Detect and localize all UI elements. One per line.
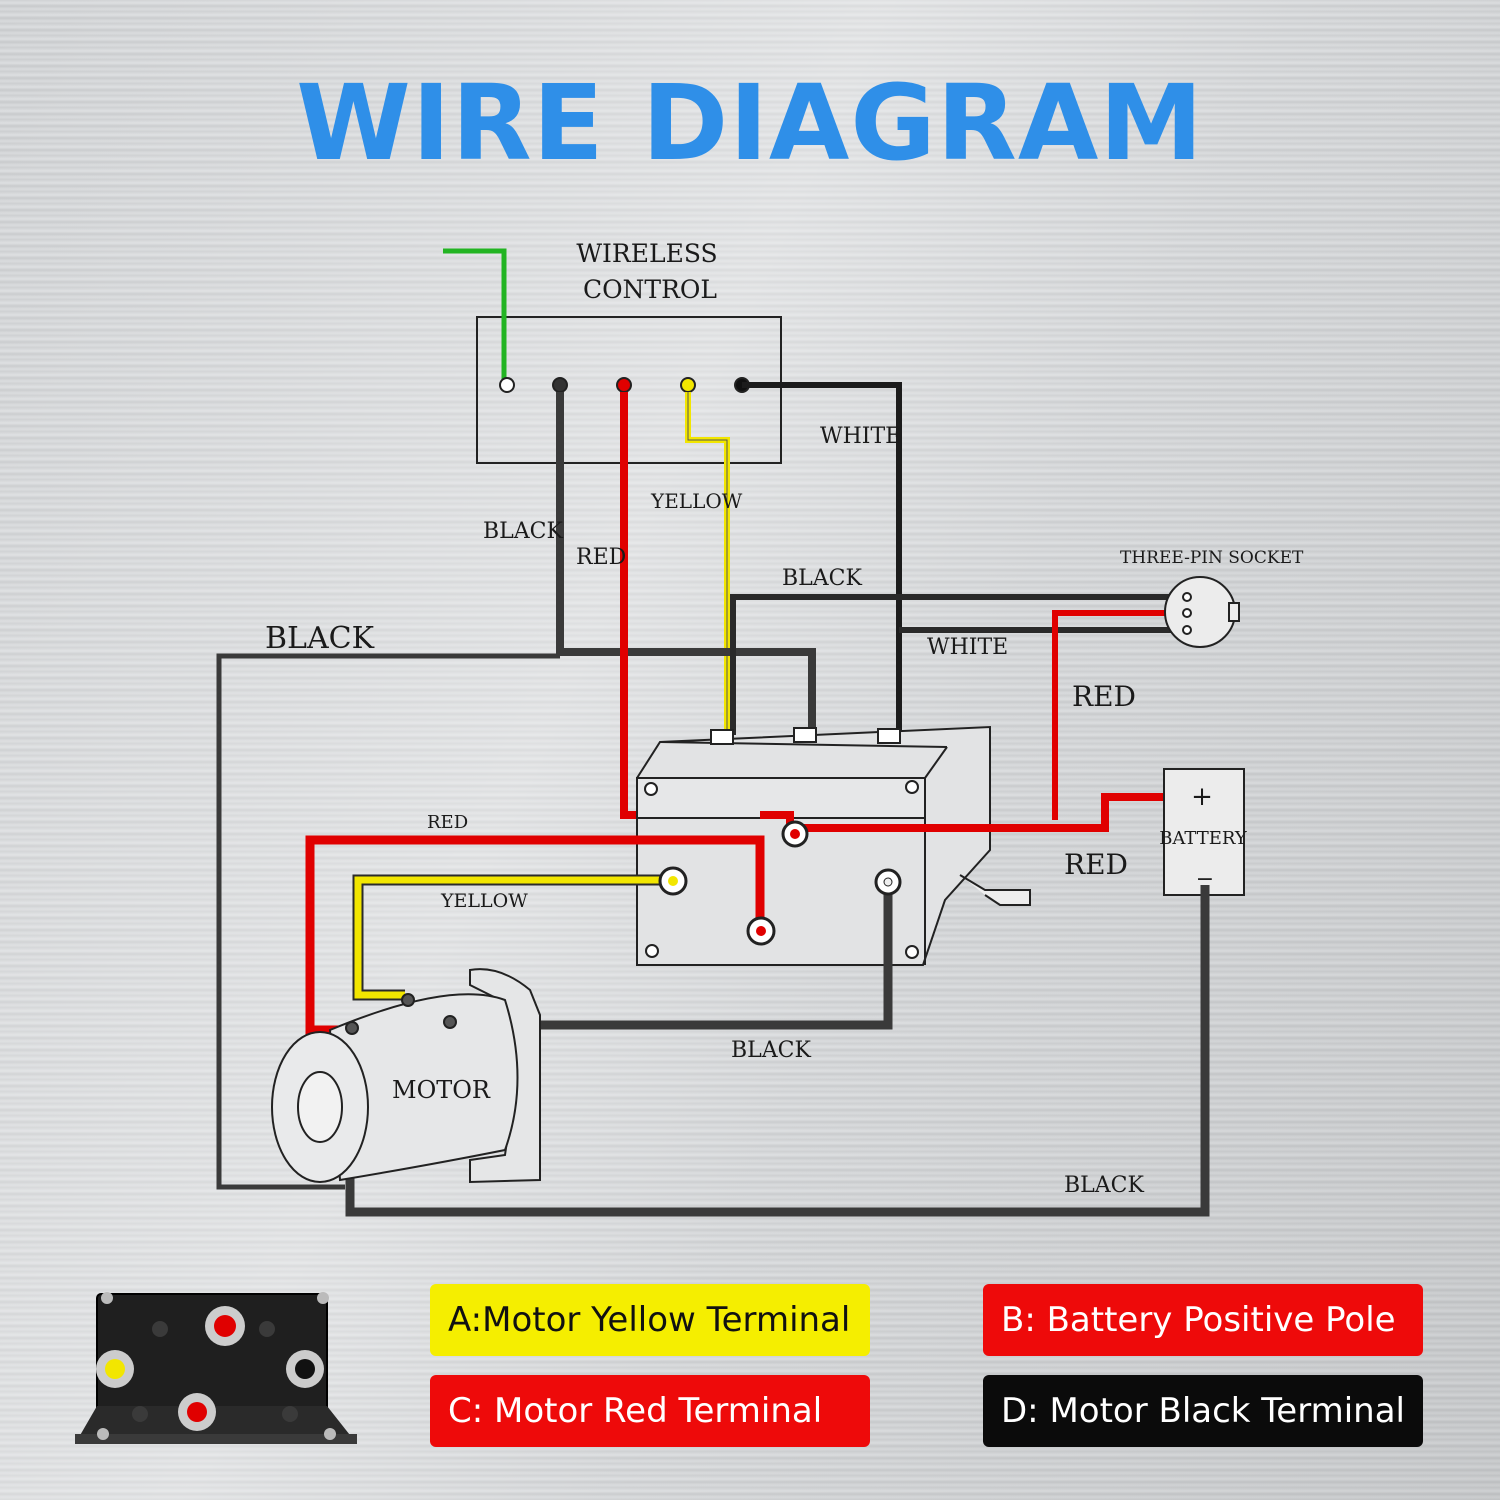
socket-black-wire [730,594,1185,735]
black-wire-motor [450,882,893,1030]
red-wire-motor [305,835,765,1035]
label-battery: BATTERY [1159,828,1248,849]
motor-terminal-yellow [401,993,415,1007]
label-yellow-top: YELLOW [650,489,743,513]
motor-bracket [469,968,541,1184]
motor-terminal-red [345,1021,359,1035]
label-red-right: RED [1072,680,1136,713]
black-wire-loop [216,653,560,1190]
label-red-battery: RED [1064,848,1128,881]
label-black-mid: BLACK [782,566,862,591]
label-three-pin-socket: THREE-PIN SOCKET [1120,548,1304,568]
black-wire-control [556,392,816,735]
label-black-motor: BLACK [731,1038,811,1063]
black-wire-battery-negative [345,885,1210,1217]
socket-pin-1 [1182,592,1192,602]
wireless-control-box [476,316,782,464]
page-title: WIRE DIAGRAM [296,62,1204,184]
legend-c-motor-red: C: Motor Red Terminal [430,1375,870,1447]
control-terminal-yellow [680,377,696,393]
socket-pin-2 [1182,608,1192,618]
motor-terminal-black [443,1015,457,1029]
label-white-top: WHITE [820,424,901,449]
label-motor: MOTOR [392,1076,491,1104]
label-black-bottom: BLACK [1064,1173,1144,1198]
label-battery-minus: − [1196,867,1214,892]
control-terminal-green [499,377,515,393]
solenoid-box [636,725,1031,966]
solenoid-mounting-tab [959,874,1031,906]
control-terminal-black [552,377,568,393]
three-pin-socket [1164,576,1236,648]
red-wire-battery [760,793,1194,832]
label-battery-plus: + [1191,782,1213,812]
battery-box [1163,768,1245,896]
legend-a-motor-yellow: A:Motor Yellow Terminal [430,1284,870,1356]
label-red-top: RED [576,545,626,570]
label-control: CONTROL [583,275,717,304]
white-wire-control [742,382,902,735]
control-terminal-red [616,377,632,393]
legend-d-motor-black: D: Motor Black Terminal [983,1375,1423,1447]
socket-pin-3 [1182,625,1192,635]
label-red-motor: RED [427,812,468,833]
green-antenna-wire [443,248,507,382]
motor-body [328,993,519,1182]
label-white-mid: WHITE [927,635,1008,660]
yellow-wire-control [685,392,730,735]
motor [271,968,541,1184]
label-wireless: WIRELESS [576,239,717,268]
label-yellow-motor: YELLOW [440,890,528,912]
socket-red-wire [1052,610,1185,820]
solenoid-photo [75,1292,357,1444]
legend-b-battery-positive: B: Battery Positive Pole [983,1284,1423,1356]
label-black-big: BLACK [265,621,375,656]
yellow-wire-motor [354,876,672,999]
label-black-left: BLACK [483,519,563,544]
